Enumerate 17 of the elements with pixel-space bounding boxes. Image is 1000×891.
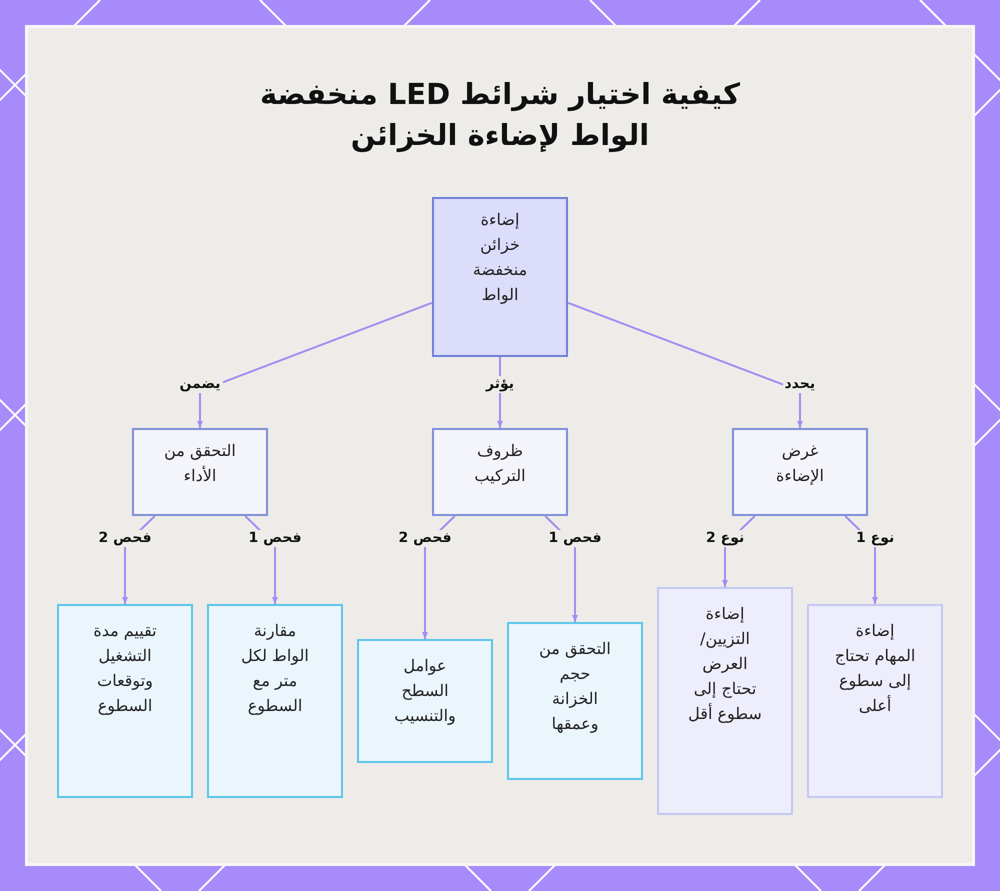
edge-label: فحص 2 bbox=[396, 530, 454, 546]
detail-box: التحقق من حجم الخزانة وعمقها bbox=[507, 622, 643, 780]
detail-box: تقييم مدة التشغيل وتوقعات السطوع bbox=[57, 604, 193, 798]
arrow bbox=[197, 302, 432, 428]
detail-box: إضاءة المهام تحتاج إلى سطوع أعلى bbox=[807, 604, 943, 798]
category-box: غرض الإضاءة bbox=[732, 428, 868, 516]
topic-box: إضاءة خزائن منخفضة الواط bbox=[432, 197, 568, 357]
title: كيفية اختيار شرائط LED منخفضة الواط لإضاءة الخزائن bbox=[258, 76, 742, 154]
edge-label: يؤثر bbox=[484, 376, 516, 392]
detail-box: إضاءة التزيين/ العرض تحتاج إلى سطوع أقل bbox=[657, 587, 793, 815]
category-box: التحقق من الأداء bbox=[132, 428, 268, 516]
edge-label: فحص 2 bbox=[96, 530, 154, 546]
edge-label: نوع 2 bbox=[704, 530, 746, 546]
detail-box: مقارنة الواط لكل متر مع السطوع bbox=[207, 604, 343, 798]
arrow bbox=[568, 302, 803, 428]
detail-box: عوامل السطح والتنسيب bbox=[357, 639, 493, 763]
category-box: ظروف التركيب bbox=[432, 428, 568, 516]
